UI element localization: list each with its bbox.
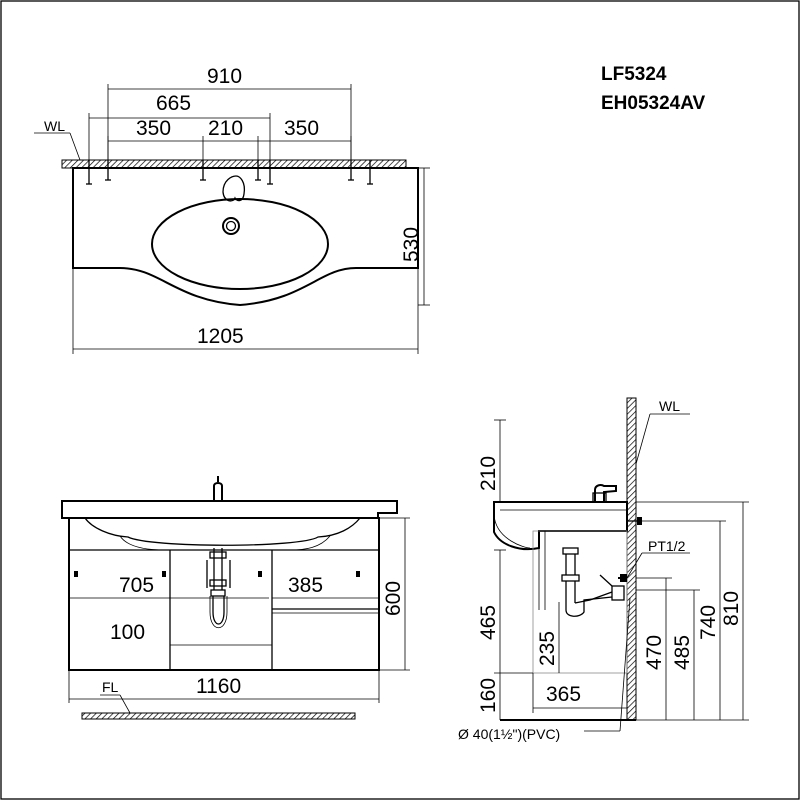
front-fl-label: FL <box>102 679 119 695</box>
top-drain-inner-icon <box>225 220 237 232</box>
front-floor-bar <box>81 712 356 720</box>
top-wl-label: WL <box>44 118 65 134</box>
thread-label: PT1/2 <box>648 538 686 554</box>
front-faucet-icon <box>213 482 223 501</box>
dim-665: 665 <box>156 92 191 115</box>
dim-100: 100 <box>110 621 145 644</box>
dim-810: 810 <box>720 591 743 626</box>
front-countertop <box>61 500 398 519</box>
model-code-eh05324av: EH05324AV <box>601 93 706 114</box>
dim-485: 485 <box>671 635 694 670</box>
top-basin-outline <box>72 167 419 307</box>
dim-465: 465 <box>477 605 500 640</box>
dim-705: 705 <box>119 574 154 597</box>
dim-350-left: 350 <box>136 117 171 140</box>
top-faucet-icon <box>222 175 246 202</box>
side-basin-profile <box>493 501 628 551</box>
dim-210-side: 210 <box>477 456 500 491</box>
top-bowl <box>151 198 329 290</box>
front-cabinet <box>68 517 380 671</box>
dim-1160: 1160 <box>196 675 241 698</box>
front-bowl-profile <box>84 517 361 546</box>
dim-740: 740 <box>697 605 720 640</box>
dim-160: 160 <box>477 678 500 713</box>
pipe-diameter-label: Ø 40(1½")(PVC) <box>458 726 560 742</box>
side-wl-label: WL <box>659 398 680 414</box>
dim-600: 600 <box>382 581 405 616</box>
model-code-lf5324: LF5324 <box>601 64 667 85</box>
dim-1205: 1205 <box>197 325 244 348</box>
dim-365: 365 <box>546 683 581 706</box>
top-wall-bar <box>61 159 407 169</box>
dim-235: 235 <box>536 631 559 666</box>
dim-470: 470 <box>643 635 666 670</box>
dim-210-top: 210 <box>208 117 243 140</box>
dim-910: 910 <box>207 65 242 88</box>
top-view: WL 910 665 350 210 350 530 1205 <box>34 65 430 354</box>
side-view: WL PT1/2 Ø 40(1½")(PVC) 210 465 235 160 … <box>458 397 749 742</box>
side-faucet-icon <box>594 484 617 502</box>
side-wall <box>626 397 637 721</box>
dim-530: 530 <box>400 227 423 262</box>
top-drain-outer-icon <box>222 217 240 235</box>
dim-385: 385 <box>288 574 323 597</box>
side-cabinet-hidden <box>532 530 628 674</box>
dim-350-right: 350 <box>284 117 319 140</box>
front-view: FL 705 385 100 600 1160 <box>61 476 410 720</box>
